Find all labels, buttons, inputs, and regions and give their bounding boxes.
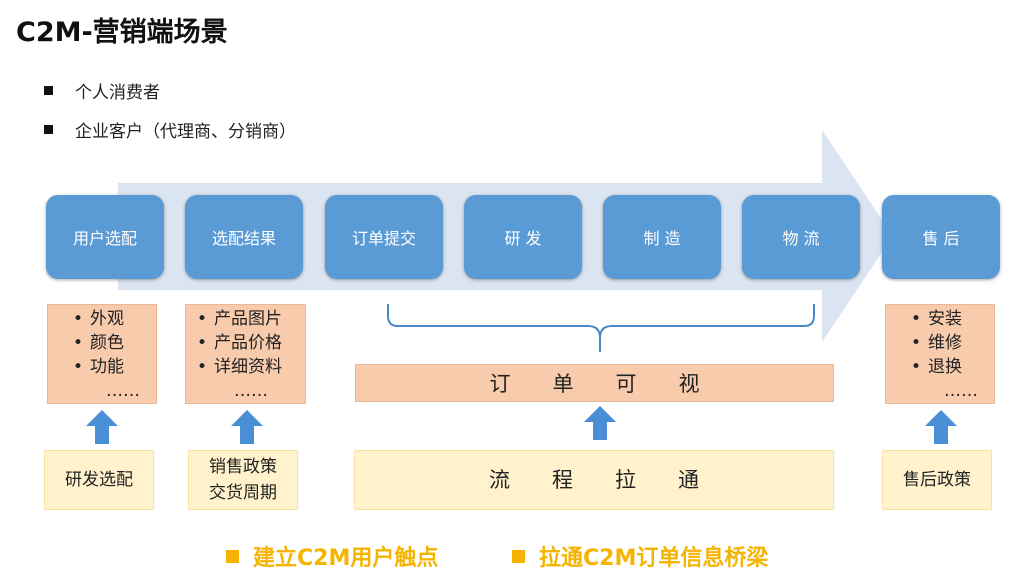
bullet-text: 企业客户（代理商、分销商） — [75, 122, 296, 142]
list-item: •外观 — [72, 309, 124, 329]
stage-logistics: 物 流 — [742, 195, 860, 279]
bullet-item: 企业客户（代理商、分销商） — [44, 117, 296, 142]
source-label: 售后政策 — [903, 470, 971, 490]
list-item: •颜色 — [72, 333, 124, 353]
source-label: 交货周期 — [209, 483, 277, 503]
stage-label: 制 造 — [643, 229, 681, 248]
stage-config-result: 选配结果 — [185, 195, 303, 279]
list-item: •退换 — [910, 357, 962, 377]
bullet-item: 个人消费者 — [44, 78, 160, 103]
config-result-details: •产品图片 •产品价格 •详细资料 …… — [185, 304, 306, 404]
stage-label: 研 发 — [504, 229, 542, 248]
stage-label: 用户选配 — [72, 229, 137, 248]
square-bullet-icon — [226, 549, 239, 563]
stage-rd: 研 发 — [464, 195, 582, 279]
stage-label: 选配结果 — [211, 229, 276, 248]
list-item: •功能 — [72, 357, 124, 377]
stage-label: 物 流 — [782, 229, 820, 248]
up-arrow-icon — [86, 410, 118, 444]
after-sales-policy-box: 售后政策 — [882, 450, 992, 510]
up-arrow-icon — [925, 410, 957, 444]
square-bullet-icon — [44, 125, 53, 134]
sales-policy-box: 销售政策 交货周期 — [188, 450, 298, 510]
footer-text: 建立C2M用户触点 — [253, 546, 439, 571]
order-visible-bar: 订 单 可 视 — [355, 364, 834, 402]
ellipsis: …… — [234, 381, 268, 401]
rd-config-box: 研发选配 — [44, 450, 154, 510]
list-item: •产品价格 — [196, 333, 282, 353]
source-label: 销售政策 — [209, 457, 277, 477]
process-connect-box: 流 程 拉 通 — [354, 450, 834, 510]
source-label: 流 程 拉 通 — [489, 468, 699, 492]
list-item: •维修 — [910, 333, 962, 353]
footer-item: 建立C2M用户触点 — [226, 540, 438, 572]
stage-label: 订单提交 — [351, 229, 416, 248]
square-bullet-icon — [512, 549, 525, 563]
stage-manufacture: 制 造 — [603, 195, 721, 279]
footer-text: 拉通C2M订单信息桥梁 — [539, 546, 769, 571]
order-visible-label: 订 单 可 视 — [489, 372, 700, 396]
footer-item: 拉通C2M订单信息桥梁 — [512, 540, 768, 572]
source-label: 研发选配 — [65, 470, 133, 490]
after-sales-details: •安装 •维修 •退换 …… — [885, 304, 995, 404]
square-bullet-icon — [44, 86, 53, 95]
ellipsis: …… — [106, 381, 140, 401]
bullet-text: 个人消费者 — [75, 83, 160, 103]
stage-label: 售 后 — [922, 229, 960, 248]
stage-after-sales: 售 后 — [882, 195, 1000, 279]
page-title: C2M-营销端场景 — [16, 17, 228, 48]
order-bracket — [387, 304, 815, 352]
ellipsis: …… — [944, 381, 978, 401]
list-item: •详细资料 — [196, 357, 282, 377]
list-item: •安装 — [910, 309, 962, 329]
stage-user-config: 用户选配 — [46, 195, 164, 279]
stage-order-submit: 订单提交 — [325, 195, 443, 279]
list-item: •产品图片 — [196, 309, 282, 329]
up-arrow-icon — [584, 406, 616, 440]
user-config-details: •外观 •颜色 •功能 …… — [47, 304, 157, 404]
up-arrow-icon — [231, 410, 263, 444]
